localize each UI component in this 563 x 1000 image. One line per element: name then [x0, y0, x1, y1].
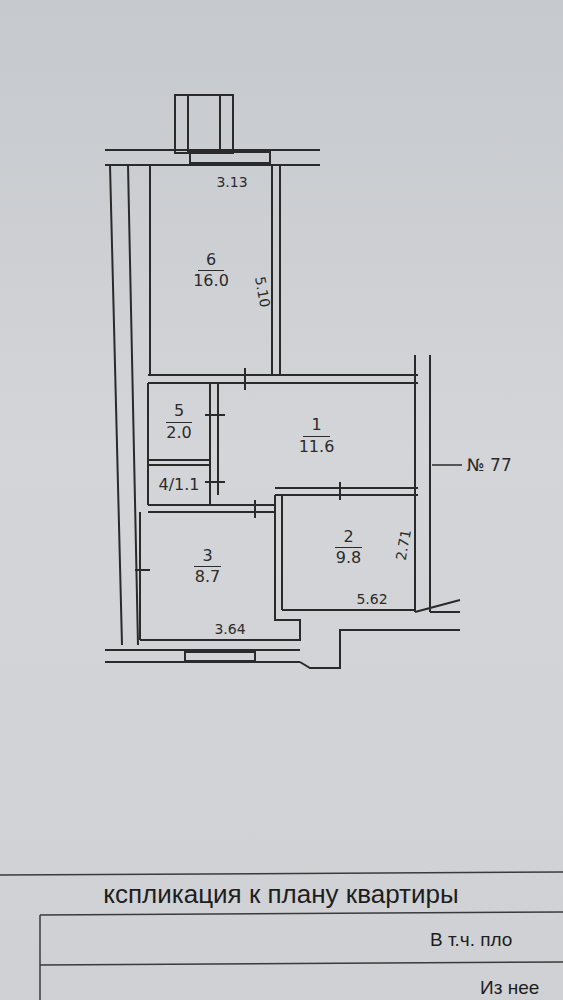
room: 111.6	[220, 385, 413, 486]
room-number: 1	[303, 415, 329, 436]
dimension: 5.10	[252, 275, 273, 308]
room-area: 11.6	[299, 437, 335, 456]
table-header: Из нее	[480, 978, 539, 999]
room-area: 16.0	[193, 271, 229, 290]
room-number: 6	[198, 250, 224, 271]
dimension: 2.71	[394, 528, 415, 561]
room: 52.0	[150, 385, 208, 458]
dimension: 3.13	[216, 175, 247, 190]
dimension: 3.64	[214, 622, 245, 637]
apartment-number: № 77	[467, 456, 512, 475]
dimension: 5.62	[356, 592, 387, 607]
leader-line	[432, 464, 462, 466]
walls	[105, 95, 460, 668]
room: 29.8	[284, 497, 413, 597]
room-number: 2	[335, 527, 361, 548]
room-number: 5	[166, 401, 192, 422]
table-title: кспликация к плану квартиры	[103, 880, 458, 909]
room-area: 8.7	[195, 567, 220, 586]
room: 38.7	[142, 514, 273, 618]
room-area: 2.0	[166, 423, 191, 442]
room-area: 9.8	[336, 548, 361, 567]
table-lines	[0, 872, 563, 1000]
room-number: 3	[194, 546, 220, 567]
room: 616.0	[152, 167, 270, 373]
room: 4/1.1	[150, 467, 208, 503]
table-header: В т.ч. пло	[430, 930, 512, 951]
room-number: 4/1.1	[158, 475, 199, 494]
